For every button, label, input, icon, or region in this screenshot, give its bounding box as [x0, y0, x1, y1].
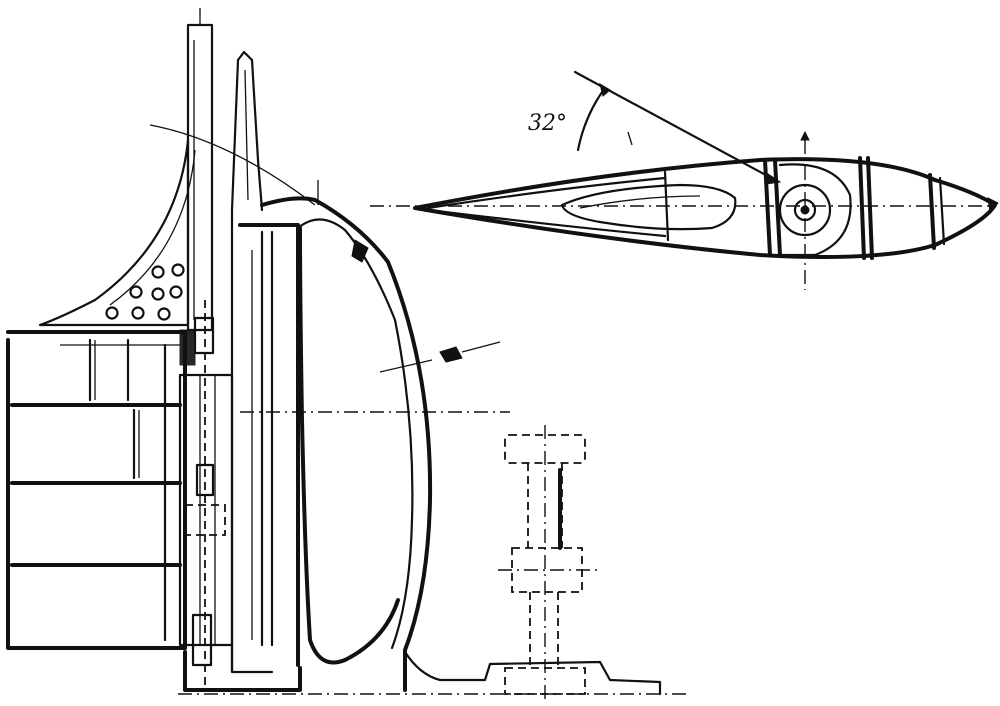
direction-marker — [379, 341, 501, 373]
gusset-plate — [38, 138, 196, 327]
rib-frame — [6, 330, 187, 650]
vertical-strut — [186, 8, 214, 332]
airfoil-plan-view — [370, 130, 999, 290]
bolted-column — [178, 300, 234, 690]
web-blade — [230, 50, 264, 212]
angle-annotation: 32° — [528, 70, 782, 185]
base-line — [178, 650, 690, 696]
angle-label: 32° — [528, 111, 567, 136]
rivet-holes — [105, 263, 185, 321]
pedestal-hidden-view — [498, 425, 600, 700]
body-plates — [183, 208, 302, 692]
side-section-view — [6, 8, 690, 696]
curved-fairing — [149, 124, 433, 692]
